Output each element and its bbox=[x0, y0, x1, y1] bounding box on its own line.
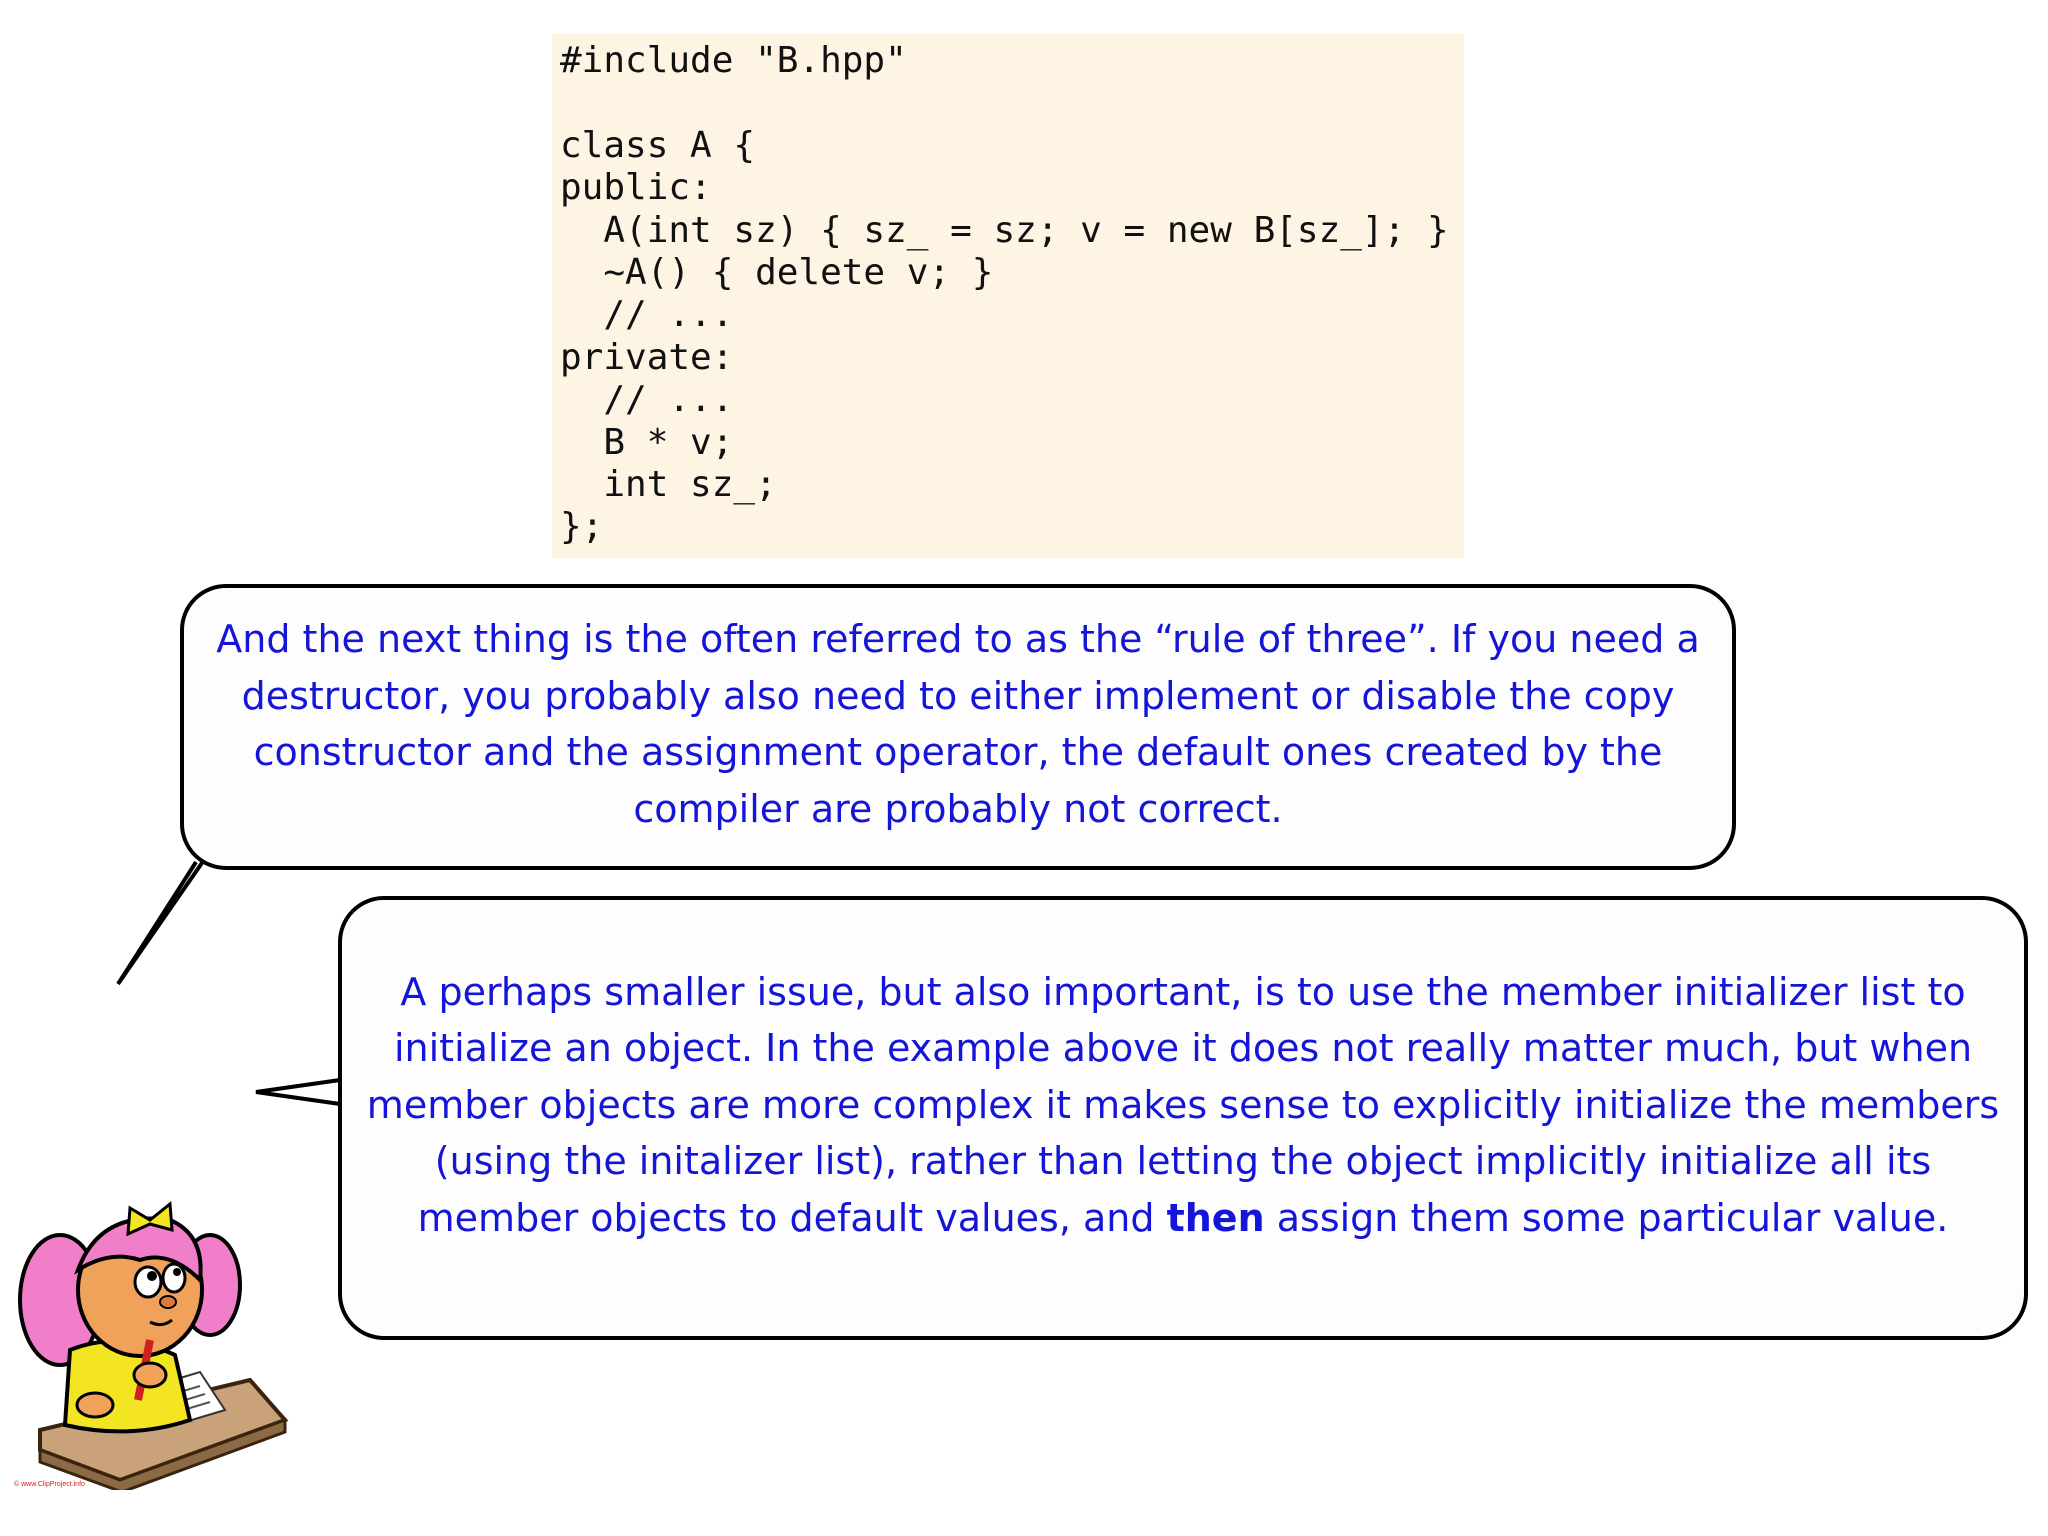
code-listing: #include "B.hpp" class A { public: A(int… bbox=[552, 34, 1464, 558]
clipart-credit: © www.ClipProject.info bbox=[14, 1480, 85, 1488]
speech-text-before: A perhaps smaller issue, but also import… bbox=[366, 969, 2000, 1240]
emphasis-text: then bbox=[1166, 1195, 1265, 1240]
girl-writing-icon: © www.ClipProject.info bbox=[14, 1201, 289, 1490]
speech-text-after: assign them some particular value. bbox=[1276, 1195, 1949, 1240]
speech-bubble-text: And the next thing is the often referred… bbox=[216, 617, 1700, 831]
speech-bubble-rule-of-three: And the next thing is the often referred… bbox=[180, 584, 1736, 870]
code-text: #include "B.hpp" class A { public: A(int… bbox=[560, 40, 1449, 548]
speech-bubble-initializer-list: A perhaps smaller issue, but also import… bbox=[338, 896, 2028, 1340]
speech-bubble-text: A perhaps smaller issue, but also import… bbox=[362, 964, 2004, 1247]
